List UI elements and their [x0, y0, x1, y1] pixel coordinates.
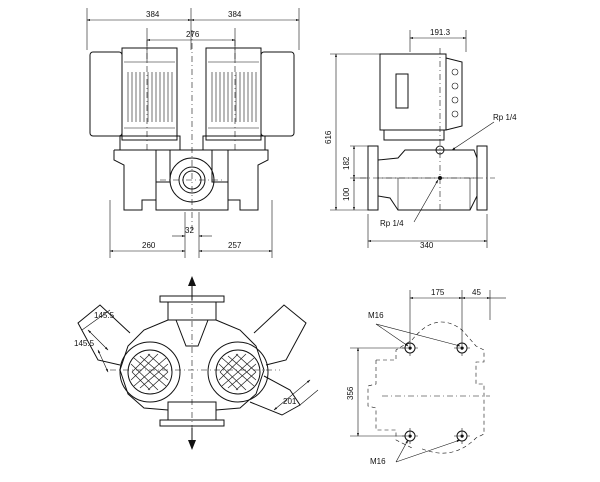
dim-label-45: 45 — [472, 288, 481, 297]
dim-label-182: 182 — [342, 156, 351, 170]
side-pump-body — [360, 145, 495, 211]
side-view: 191.3 — [324, 28, 517, 250]
left-motor — [89, 47, 181, 151]
bolt-hole — [454, 428, 470, 444]
dim-label-right: 384 — [228, 10, 242, 19]
front-view: 384 384 276 — [86, 8, 300, 258]
bolt-label-top: M16 — [368, 311, 384, 320]
dim-label-356: 356 — [346, 386, 355, 400]
pump-housing-front — [113, 30, 269, 230]
port-label-top: Rp 1/4 — [493, 113, 517, 122]
bolt-hole — [454, 340, 470, 356]
dim-line-b — [97, 349, 109, 373]
dim-label-a: 145.5 — [94, 311, 115, 320]
dim-label-width: 340 — [420, 241, 434, 250]
dim-label-left: 384 — [146, 10, 160, 19]
side-motor — [379, 48, 463, 210]
dim-label-c: 201 — [283, 397, 297, 406]
dim-label-175: 175 — [431, 288, 445, 297]
right-fan-grille — [207, 341, 269, 403]
dim-line-c — [273, 379, 311, 411]
dim-label-bottom-left: 260 — [142, 241, 156, 250]
bolt-label-bottom: M16 — [370, 457, 386, 466]
dim-label-bottom-right: 257 — [228, 241, 242, 250]
dim-label-b: 145.5 — [74, 339, 95, 348]
flow-out-arrow — [188, 276, 196, 286]
dim-line-a — [87, 329, 109, 351]
left-fan-grille — [119, 341, 181, 403]
port-label-bottom: Rp 1/4 — [380, 219, 404, 228]
foot-view: 175 45 356 M16 — [346, 288, 506, 466]
top-view: 145.5 145.5 201 — [74, 276, 319, 450]
flow-in-arrow — [188, 440, 196, 450]
dim-label-span: 276 — [186, 30, 200, 39]
right-motor — [202, 47, 295, 151]
dim-label-top: 191.3 — [430, 28, 451, 37]
right-motor-cover — [253, 304, 307, 366]
dim-label-height: 616 — [324, 130, 333, 144]
dim-label-100: 100 — [342, 187, 351, 201]
dim-label-offset: 32 — [185, 226, 194, 235]
